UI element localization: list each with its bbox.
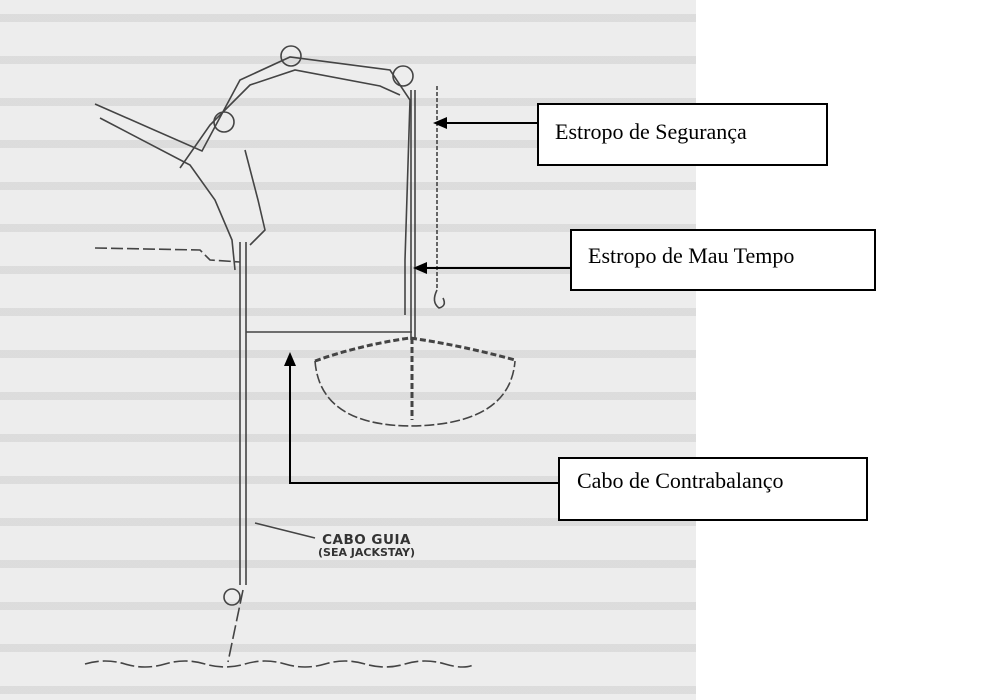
weather-sling-label: Estropo de Mau Tempo	[570, 229, 876, 291]
safety-sling-arrowhead	[433, 117, 447, 129]
guide-line-title: CABO GUIA	[322, 532, 411, 548]
sheave-top	[280, 45, 302, 67]
counterbalance-arrowhead	[284, 352, 296, 366]
guide-line-subtitle: (SEA JACKSTAY)	[318, 546, 416, 560]
weather-sling-arrowhead	[413, 262, 427, 274]
cabo-guia-pointer	[254, 522, 316, 539]
guide-line-label: CABO GUIA (SEA JACKSTAY)	[318, 533, 415, 559]
guide-block	[223, 588, 241, 606]
hook	[433, 289, 446, 309]
davit-inner-outline	[99, 117, 236, 271]
sheave-middle	[213, 111, 235, 133]
counterbalance-line-label: Cabo de Contrabalanço	[558, 457, 868, 521]
deck-line	[94, 247, 241, 263]
davit-inner-arc	[179, 69, 401, 169]
guide-line-lower	[227, 589, 244, 663]
counterbalance-arrow-line	[289, 365, 558, 484]
water-surface	[84, 660, 476, 668]
davit-inner-line	[244, 149, 266, 246]
lifeboat-hull	[314, 360, 516, 427]
chain-bridle	[314, 336, 516, 363]
sheave-end	[392, 65, 414, 87]
davit-outer-outline	[94, 56, 411, 315]
safety-sling-label: Estropo de Segurança	[537, 103, 828, 166]
